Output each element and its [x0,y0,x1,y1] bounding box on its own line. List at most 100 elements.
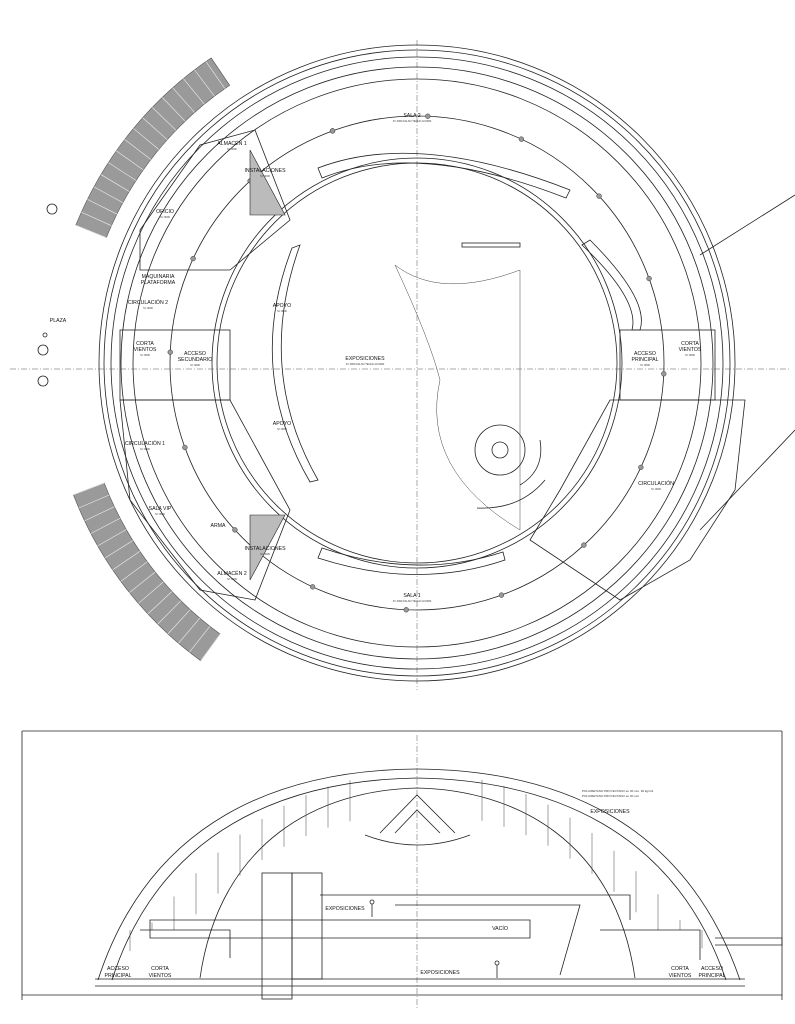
apoyo-wall [271,244,319,483]
section-label-corta-right: VIENTOS [669,973,692,979]
east-service-block [529,399,746,601]
room-area: S= 0000 [277,309,287,313]
curved-wall-north [317,152,571,199]
louver-slat [93,186,124,203]
column [167,349,173,355]
louver-slat [189,626,211,653]
room-name-line2: VIENTOS [679,347,702,353]
louver-slat [129,571,156,593]
louver-slat [81,211,112,226]
room-area: S= 0000 [640,363,650,367]
room-area: S= 0000 [160,215,170,219]
room-name: ALMACÉN 2 [217,570,247,577]
section-label-acceso-right: PRINCIPAL [698,973,725,979]
room-name-line2: VIENTOS [134,347,157,353]
column [596,193,602,199]
instalaciones-hatch [249,149,286,581]
room-area: S= 0000 FALSO TECHO H=0000 [346,362,385,366]
room-name: EXPOSICIONES [345,356,385,362]
louver-slat [84,506,115,522]
exhibition-mezzanine [149,894,631,939]
section-label-exposiciones: EXPOSICIONES [325,906,365,912]
room-area: S= 0000 [140,353,150,357]
dome-outer [97,768,741,981]
person-figure [494,960,500,978]
tangent-line [699,194,795,256]
louver-slat [104,540,134,559]
louver-slat [120,561,148,582]
louver-slat [90,517,121,534]
louver-slat [183,78,205,105]
louver-slat [147,591,173,615]
column [638,464,644,471]
elevator-shaft [261,872,293,1000]
louver-slat [167,609,191,635]
room-name-line2: PRINCIPAL [631,357,658,363]
room-area: S= 0000 [190,363,200,367]
elevator-tower [291,872,323,980]
tangent-line [699,429,795,531]
room-name: SALA VIP [149,506,172,512]
columns [167,113,667,613]
room-name: INSTALACIONES [244,168,286,174]
column [498,592,505,598]
louver-slat [157,600,182,625]
room-area: S= 0000 [227,577,237,581]
room-name: ALMACÉN 1 [217,140,247,147]
louver-slat [73,482,105,496]
section-labels: POLIURETANO PROYECTADO en 30 mm. 30 kg/m… [104,789,725,979]
room-area: S= 0000 [143,306,153,310]
person-figure [369,899,375,917]
column [190,255,196,262]
room-name: OFICIO [156,209,174,215]
louver-slat [172,87,195,113]
louver-screen [73,482,221,662]
room-name: APOYO [273,421,291,427]
louver-slat [97,529,127,547]
room-area: S= 0000 [651,487,661,491]
suspended-element [461,242,521,248]
dome-ribs [129,779,703,952]
room-area: S= 0000 [685,353,695,357]
room-area: S= 0000 [260,174,270,178]
room-name-line2: PLATAFORMA [141,280,176,286]
louver-slat [200,633,221,661]
section-label-acceso-right: ACCESO [701,966,723,972]
access-west [119,329,231,401]
section-drawing: POLIURETANO PROYECTADO en 30 mm. 30 kg/m… [21,730,783,1010]
section-label-vacio: VACÍO [492,925,508,932]
room-label: SALA 1S= 0000 FALSO TECHO H=0000 [393,593,432,603]
room-name: CORTA [136,341,154,347]
louver-slat [100,174,130,192]
section-label-exposiciones: EXPOSICIONES [420,970,460,976]
ramp [395,904,581,976]
room-area: S= 0000 FALSO TECHO H=0000 [393,119,432,123]
room-area: S= 0000 FALSO TECHO H=0000 [393,599,432,603]
section-markers [37,203,58,387]
louver-slat [178,617,201,644]
side-floors [140,929,783,960]
louver-slat [124,139,152,160]
insulation-note: POLIURETANO PROYECTADO en 30 mm. 30 kg/m… [582,789,653,793]
dome-inner [111,777,727,981]
room-name: CIRCULACIÓN 2 [128,299,168,306]
column [329,128,336,134]
louver-slat [133,128,160,150]
section-label-corta-left: VIENTOS [149,973,172,979]
room-area: S= 0000 [277,427,287,431]
room-label: CIRCULACIÓN 1S= 0000 [125,440,165,451]
louver-slat [78,494,110,509]
section-label-exposiciones: EXPOSICIONES [590,809,630,815]
room-name: ACCESO [184,351,206,357]
section-label-corta-left: CORTA [151,966,169,972]
